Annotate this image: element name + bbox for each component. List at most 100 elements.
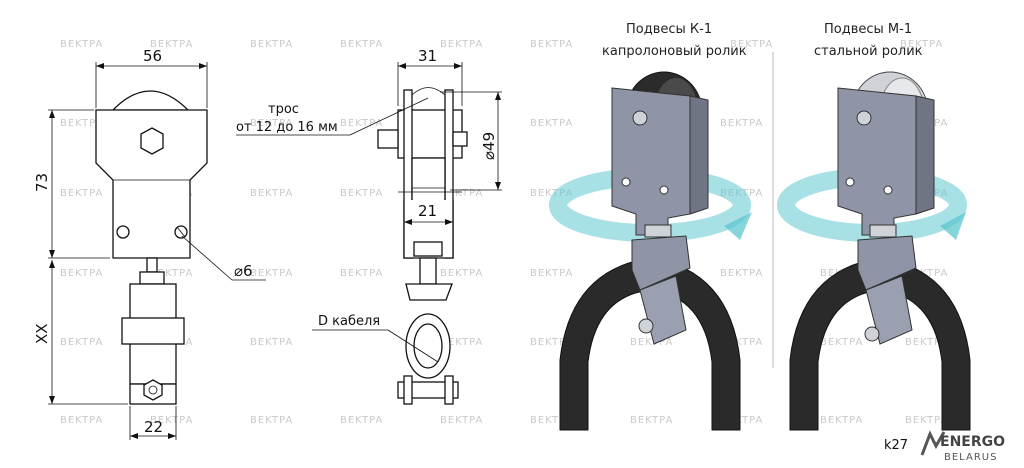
k1-title-line1: Подвесы К-1 — [626, 22, 712, 37]
watermark: BEKTPA — [530, 188, 573, 199]
dim-arrow — [96, 63, 104, 69]
clamp-bolt-3d — [638, 318, 654, 334]
hex-bolt — [140, 127, 164, 155]
watermark: BEKTPA — [440, 39, 483, 50]
watermark: BEKTPA — [150, 415, 193, 426]
clamp-bolt-3d — [864, 326, 880, 342]
dim-inner-label: 21 — [418, 202, 437, 220]
dim-arrow — [404, 219, 412, 225]
dim-arrow — [398, 63, 406, 69]
clamp-3d — [631, 235, 691, 291]
watermark: BEKTPA — [530, 118, 573, 129]
watermark: BEKTPA — [250, 268, 293, 279]
watermark: BEKTPA — [530, 337, 573, 348]
watermark: BEKTPA — [630, 415, 673, 426]
bottom-nut — [143, 379, 163, 401]
clamp-bolt — [403, 375, 413, 405]
watermark: BEKTPA — [340, 188, 383, 199]
watermark: BEKTPA — [60, 268, 103, 279]
side-view-drawing: 31 ⌀49 21 трос от 12 до 16 мм D кабеля — [236, 47, 502, 405]
hole-mark — [176, 226, 186, 238]
watermark: BEKTPA — [905, 415, 948, 426]
bracket-bolt-3d — [632, 110, 648, 126]
watermark: BEKTPA — [820, 415, 863, 426]
wheel-top-arc — [411, 87, 446, 96]
hole-leader-line — [181, 235, 233, 281]
cable-arch — [789, 257, 971, 431]
stud-3d — [644, 224, 672, 238]
dim-arrow — [49, 260, 55, 268]
dim-xx-label: XX — [33, 323, 51, 344]
watermark: BEKTPA — [905, 268, 948, 279]
watermark: BEKTPA — [340, 118, 383, 129]
watermark: BEKTPA — [60, 188, 103, 199]
dim-arrow — [49, 110, 55, 118]
watermark: BEKTPA — [440, 188, 483, 199]
bracket-3d — [611, 87, 691, 236]
side-bolt-head — [377, 129, 399, 149]
watermark: BEKTPA — [905, 337, 948, 348]
clamp-bolt — [444, 375, 454, 405]
dim-wheel-label: ⌀49 — [480, 132, 498, 160]
clamp-loop-inner — [413, 323, 443, 369]
bracket-3d-side — [689, 95, 709, 215]
energo-belarus-logo: ENERGO BELARUS — [920, 430, 1005, 463]
clamp-3d-lower — [865, 275, 913, 345]
dim-arrow — [495, 182, 501, 190]
watermark: BEKTPA — [150, 39, 193, 50]
watermark: BEKTPA — [720, 337, 763, 348]
side-stud-nut — [413, 241, 443, 257]
watermark: BEKTPA — [720, 415, 763, 426]
watermark: BEKTPA — [530, 415, 573, 426]
watermark: BEKTPA — [150, 268, 193, 279]
bracket-outline — [95, 109, 208, 259]
watermark: BEKTPA — [530, 268, 573, 279]
watermark: BEKTPA — [440, 268, 483, 279]
mount-hole — [116, 225, 130, 239]
render-k1: Подвесы К-1 капролоновый ролик — [549, 22, 752, 431]
render-m1: Подвесы М-1 стальной ролик — [777, 22, 971, 431]
stud-3d — [869, 224, 897, 238]
watermark: BEKTPA — [440, 337, 483, 348]
cable-label-line1: трос — [268, 102, 299, 117]
bracket-bolt-3d — [856, 110, 872, 126]
watermark: BEKTPA — [720, 268, 763, 279]
dim-width-label: 56 — [143, 47, 162, 65]
stud — [146, 257, 158, 273]
dim-bottom-label: 22 — [144, 418, 163, 436]
side-stud — [419, 257, 437, 285]
watermark: BEKTPA — [60, 337, 103, 348]
dim-arrow — [49, 396, 55, 404]
d-cable-leader — [387, 329, 439, 363]
dim-hole-label: ⌀6 — [234, 262, 253, 280]
watermark: BEKTPA — [440, 415, 483, 426]
cable-arch — [559, 257, 741, 431]
watermark: BEKTPA — [720, 118, 763, 129]
watermark: BEKTPA — [60, 415, 103, 426]
clamp-band — [121, 317, 185, 345]
logo-mark-icon — [920, 430, 946, 456]
dim-height-label: 73 — [33, 173, 51, 192]
watermark: BEKTPA — [530, 39, 573, 50]
watermark: BEKTPA — [60, 39, 103, 50]
watermark: BEKTPA — [820, 337, 863, 348]
k1-title-line2: капролоновый ролик — [602, 44, 747, 59]
product-code: k27 — [884, 438, 908, 453]
watermark: BEKTPA — [250, 118, 293, 129]
rotation-arrowhead — [940, 212, 966, 240]
d-cable-label: D кабеля — [318, 314, 380, 329]
dim-top-label: 31 — [418, 47, 437, 65]
cable-label-line2: от 12 до 16 мм — [236, 120, 338, 135]
side-nut — [452, 131, 468, 147]
bottom-nut-hole — [148, 385, 158, 395]
watermark: BEKTPA — [250, 415, 293, 426]
wheel-outline — [111, 90, 190, 111]
clamp-3d — [857, 235, 917, 291]
watermark: BEKTPA — [340, 268, 383, 279]
watermark: BEKTPA — [250, 188, 293, 199]
bracket-hole-3d — [621, 177, 631, 187]
logo-bottom-text: BELARUS — [944, 452, 997, 463]
cable-leader-line — [349, 97, 429, 136]
m1-title-line2: стальной ролик — [814, 44, 923, 59]
